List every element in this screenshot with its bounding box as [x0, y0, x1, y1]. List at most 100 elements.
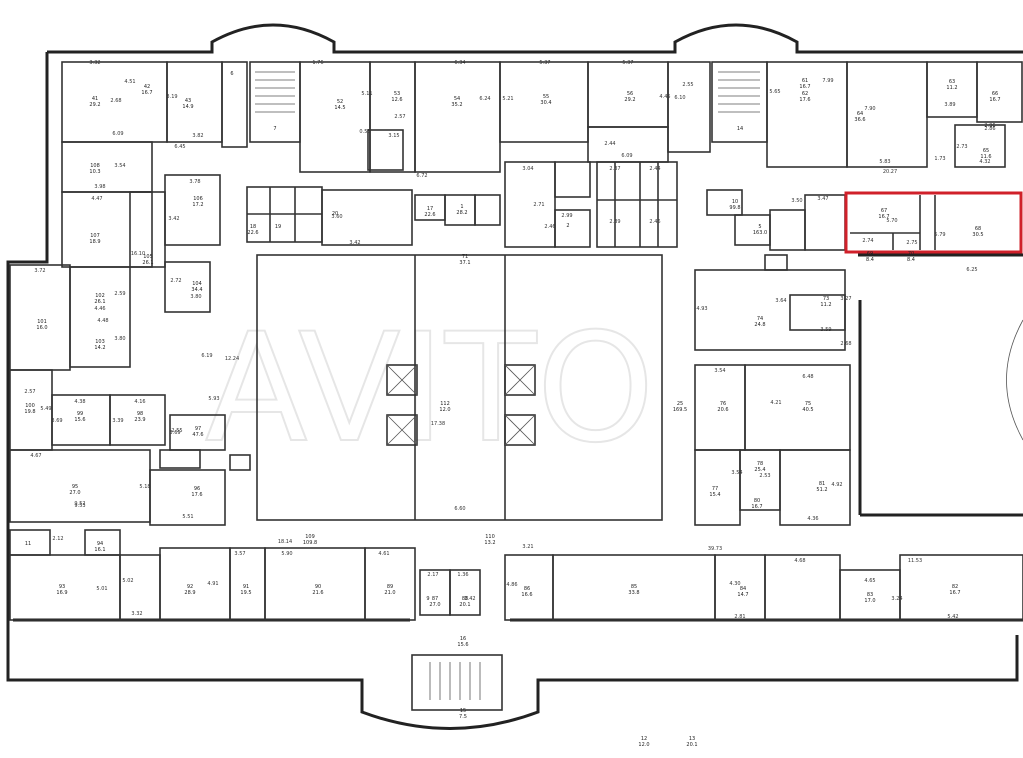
- room-number-label: 52: [337, 99, 343, 105]
- room-number-label: 71: [462, 254, 468, 260]
- dimension-label: 4.92: [831, 482, 842, 488]
- room-number-label: 80: [754, 498, 760, 504]
- room-number-label: 11: [25, 541, 31, 547]
- highlighted-area: [844, 191, 1023, 254]
- room-number-label: 17: [427, 206, 433, 212]
- room-number-label: 66: [992, 91, 998, 97]
- dimension-label: 5.11: [361, 91, 372, 97]
- room-number-label: 84: [740, 586, 746, 592]
- dimension-label: 5.37: [622, 60, 633, 66]
- room-number-label: 13: [689, 736, 695, 742]
- room-area-label: 22.6: [247, 230, 258, 236]
- dimension-label: 3.19: [166, 94, 177, 100]
- room-number-label: 14: [737, 126, 743, 132]
- dimension-label: 4.47: [91, 196, 102, 202]
- room-area-label: 35.2: [451, 102, 462, 108]
- dimension-label: 2.46: [544, 224, 555, 230]
- room-area-label: 20.1: [459, 602, 470, 608]
- room-number-label: 25: [677, 401, 683, 407]
- room-number-label: 68: [975, 226, 981, 232]
- dimension-label: 6.72: [416, 173, 427, 179]
- dimension-label: 3.98: [94, 184, 105, 190]
- room-number-label: 101: [37, 319, 47, 325]
- room-area-label: 24.8: [754, 322, 765, 328]
- room-area-label: 33.8: [628, 590, 639, 596]
- room-area-label: 14.2: [94, 345, 105, 351]
- room-area-label: 15.6: [74, 417, 85, 423]
- dimension-label: 2.57: [394, 114, 405, 120]
- room-area-label: 16.7: [949, 590, 960, 596]
- dimension-label: 3.24: [891, 596, 902, 602]
- dimension-label: 2.81: [734, 614, 745, 620]
- room-number-label: 100: [25, 403, 35, 409]
- dimension-label: 4.68: [794, 558, 805, 564]
- room-number-label: 65: [983, 148, 989, 154]
- room-area-label: 26.1: [142, 260, 153, 266]
- room-area-label: 13.2: [484, 540, 495, 546]
- room-number-label: 92: [187, 584, 193, 590]
- dimension-label: 3.72: [34, 268, 45, 274]
- dimension-label: 5.90: [281, 551, 292, 557]
- room-area-label: 16.6: [521, 592, 532, 598]
- room-area-label: 20.1: [686, 742, 697, 748]
- room-area-label: 16.7: [878, 214, 889, 220]
- dimension-label: 2.55: [171, 428, 182, 434]
- dimension-label: 3.60: [331, 214, 342, 220]
- dimension-label: 5.49: [40, 406, 51, 412]
- dimension-label: 5.70: [886, 218, 897, 224]
- dimension-label: 3.21: [522, 544, 533, 550]
- room-number-label: 87: [432, 596, 438, 602]
- dimension-label: 3.04: [522, 166, 533, 172]
- room-area-label: 37.1: [459, 260, 470, 266]
- room-area-label: 8.4: [866, 257, 874, 263]
- dimension-label: 5.37: [539, 60, 550, 66]
- dimension-label: 3.27: [840, 296, 851, 302]
- dimension-label: 4.30: [729, 581, 740, 587]
- dimension-label: 39.73: [708, 546, 722, 552]
- room-number-label: 91: [243, 584, 249, 590]
- bottom-row-rooms: [159, 547, 1023, 711]
- room-area-label: 15.6: [457, 642, 468, 648]
- room-area-label: 51.2: [816, 487, 827, 493]
- dimension-label: 1.73: [934, 156, 945, 162]
- room-number-label: 82: [952, 584, 958, 590]
- room-area-label: 21.6: [312, 590, 323, 596]
- room-number-label: 54: [454, 96, 460, 102]
- dimension-label: 3.78: [189, 179, 200, 185]
- room-area-label: 12.6: [391, 97, 402, 103]
- room-area-label: 17.0: [864, 598, 875, 604]
- dimension-label: 4.16: [134, 399, 145, 405]
- dimension-label: 2.44: [604, 141, 615, 147]
- room-area-label: 163.0: [753, 230, 767, 236]
- dimension-label: 4.46: [94, 306, 105, 312]
- dimension-label: 4.45: [659, 94, 670, 100]
- dimension-label: 4.93: [696, 306, 707, 312]
- dimension-label: 3.80: [190, 294, 201, 300]
- room-number-label: 88: [462, 596, 468, 602]
- dimension-label: 3.80: [114, 336, 125, 342]
- room-number-label: 16: [460, 636, 466, 642]
- room-number-label: 18: [250, 224, 256, 230]
- room-number-label: 6: [230, 71, 233, 77]
- dimension-label: 5.65: [769, 89, 780, 95]
- dimension-label: 6.48: [802, 374, 813, 380]
- room-area-label: 21.0: [384, 590, 395, 596]
- room-number-label: 89: [387, 584, 393, 590]
- room-number-label: 94: [97, 541, 103, 547]
- watermark: AVITO: [205, 302, 655, 476]
- dimension-label: 5.83: [879, 159, 890, 165]
- room-area-label: 28.9: [184, 590, 195, 596]
- room-number-label: 63: [949, 79, 955, 85]
- room-area-label: 19.8: [24, 409, 35, 415]
- dimension-label: 2.74: [862, 238, 873, 244]
- room-area-label: 14.5: [334, 105, 345, 111]
- dimension-label: 5.18: [139, 484, 150, 490]
- room-area-label: 109.8: [303, 540, 317, 546]
- center-rooms: [246, 161, 846, 271]
- room-number-label: 5: [758, 224, 761, 230]
- dimension-label: 6.24: [479, 96, 490, 102]
- dimension-label: 3.47: [817, 196, 828, 202]
- dimension-label: 2.17: [427, 572, 438, 578]
- dimension-label: 2.57: [24, 389, 35, 395]
